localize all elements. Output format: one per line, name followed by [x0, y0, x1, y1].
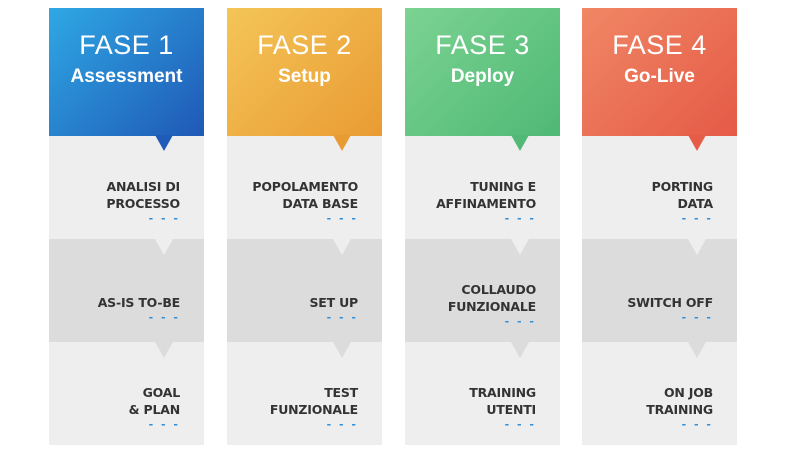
step-dash-decoration: - - - — [681, 311, 713, 324]
phase-2-title: FASE 2 — [257, 30, 352, 60]
step-label: PORTING DATA — [651, 179, 714, 211]
step-label: TUNING E AFFINAMENTO — [436, 179, 536, 211]
step-dash-decoration: - - - — [326, 418, 358, 431]
step-pointer — [155, 239, 173, 255]
step-dash-decoration: - - - — [504, 418, 536, 431]
step-label: POPOLAMENTO DATA BASE — [252, 179, 358, 211]
step-dash-decoration: - - - — [681, 212, 713, 225]
phase-1-header-pointer — [155, 135, 173, 151]
step-pointer — [511, 239, 529, 255]
phase-4-step-1: PORTING DATA- - - — [582, 136, 737, 239]
phase-4-header: FASE 4 Go-Live — [582, 8, 737, 136]
step-dash-decoration: - - - — [504, 212, 536, 225]
phase-2-header-pointer — [333, 135, 351, 151]
step-pointer — [511, 342, 529, 358]
phase-3-step-1: TUNING E AFFINAMENTO- - - — [405, 136, 560, 239]
phase-1-title: FASE 1 — [79, 30, 174, 60]
phase-1-subtitle: Assessment — [70, 66, 183, 87]
step-label: TRAINING UTENTI — [469, 385, 536, 417]
phase-2-step-1: POPOLAMENTO DATA BASE- - - — [227, 136, 382, 239]
step-label: AS-IS TO-BE — [97, 295, 181, 310]
phase-4-header-pointer — [688, 135, 706, 151]
phase-3-header-pointer — [511, 135, 529, 151]
step-pointer — [333, 239, 351, 255]
phase-3-title: FASE 3 — [435, 30, 530, 60]
step-label: SWITCH OFF — [627, 295, 713, 310]
step-dash-decoration: - - - — [504, 315, 536, 328]
phase-1-header: FASE 1 Assessment — [49, 8, 204, 136]
step-pointer — [688, 239, 706, 255]
step-label: GOAL & PLAN — [128, 385, 181, 417]
phase-3-step-3: TRAINING UTENTI- - - — [405, 342, 560, 445]
step-pointer — [688, 342, 706, 358]
phase-4-subtitle: Go-Live — [624, 66, 695, 87]
phase-2-step-2: SET UP- - - — [227, 239, 382, 342]
step-dash-decoration: - - - — [326, 212, 358, 225]
step-dash-decoration: - - - — [148, 418, 180, 431]
phase-2-subtitle: Setup — [278, 66, 331, 87]
phase-2-header: FASE 2 Setup — [227, 8, 382, 136]
step-pointer — [333, 342, 351, 358]
step-dash-decoration: - - - — [148, 212, 180, 225]
phase-4-step-2: SWITCH OFF- - - — [582, 239, 737, 342]
phase-4-title: FASE 4 — [612, 30, 707, 60]
step-dash-decoration: - - - — [681, 418, 713, 431]
phase-3-step-2: COLLAUDO FUNZIONALE- - - — [405, 239, 560, 342]
step-label: COLLAUDO FUNZIONALE — [447, 282, 536, 314]
phase-3-header: FASE 3 Deploy — [405, 8, 560, 136]
step-label: TEST FUNZIONALE — [269, 385, 358, 417]
step-pointer — [155, 342, 173, 358]
phase-1-step-3: GOAL & PLAN- - - — [49, 342, 204, 445]
phase-3-subtitle: Deploy — [450, 66, 515, 87]
step-label: SET UP — [309, 295, 358, 310]
phase-1-step-2: AS-IS TO-BE- - - — [49, 239, 204, 342]
step-dash-decoration: - - - — [326, 311, 358, 324]
step-label: ON JOB TRAINING — [646, 385, 713, 417]
phase-2-step-3: TEST FUNZIONALE- - - — [227, 342, 382, 445]
step-label: ANALISI DI PROCESSO — [106, 179, 180, 211]
phase-4-step-3: ON JOB TRAINING- - - — [582, 342, 737, 445]
step-dash-decoration: - - - — [148, 311, 180, 324]
phase-1-step-1: ANALISI DI PROCESSO- - - — [49, 136, 204, 239]
